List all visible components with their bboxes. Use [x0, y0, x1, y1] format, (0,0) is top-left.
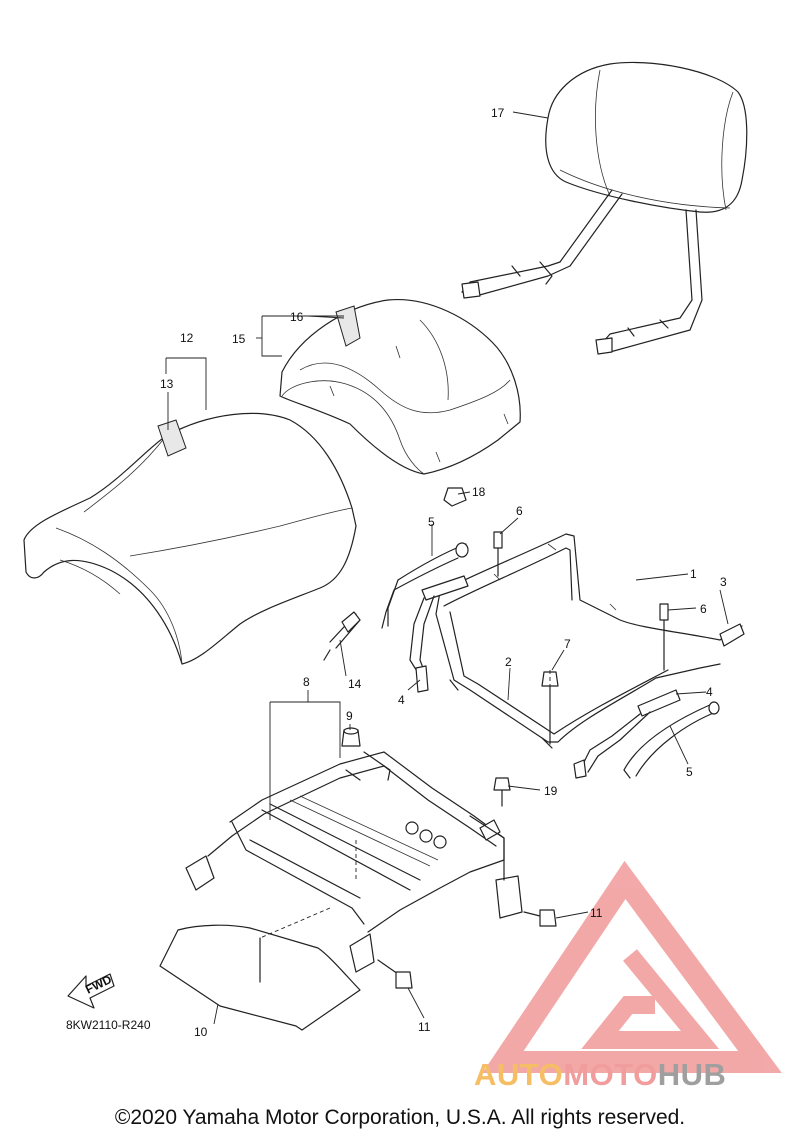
callout-2: 2 — [505, 655, 512, 669]
callout-7: 7 — [564, 637, 571, 651]
grab-rail — [435, 533, 745, 749]
callout-10: 10 — [194, 1025, 208, 1039]
backrest-assembly — [461, 61, 748, 355]
drawing-code: 8KW2110-R240 — [66, 1018, 151, 1032]
callout-5-bottom: 5 — [686, 765, 693, 779]
automotohub-watermark: AUTOMOTOHUB — [474, 860, 782, 1092]
callout-9: 9 — [346, 709, 353, 723]
bolts — [377, 909, 557, 989]
callout-11-right: 11 — [590, 906, 603, 920]
callout-15: 15 — [232, 332, 246, 346]
watermark-moto: MOTO — [563, 1057, 657, 1092]
leader-lines — [165, 111, 729, 1025]
passenger-seat — [279, 298, 521, 475]
callout-6-top: 6 — [516, 504, 523, 518]
rider-seat — [23, 412, 357, 665]
svg-text:AUTOMOTOHUB: AUTOMOTOHUB — [474, 1057, 726, 1092]
callout-5-top: 5 — [428, 515, 435, 529]
grip-handles — [381, 542, 720, 779]
callout-19: 19 — [544, 784, 558, 798]
callout-1: 1 — [690, 567, 697, 581]
seat-frame — [185, 670, 551, 973]
callout-18: 18 — [472, 485, 486, 499]
callout-13: 13 — [160, 377, 174, 391]
callout-3: 3 — [720, 575, 727, 589]
fwd-arrow-icon: FWD — [67, 972, 115, 1009]
bottom-plate — [159, 907, 361, 1031]
copyright-notice: ©2020 Yamaha Motor Corporation, U.S.A. A… — [115, 1106, 685, 1129]
callout-11-bottom: 11 — [418, 1020, 431, 1034]
callout-8: 8 — [303, 675, 310, 689]
callout-6-right: 6 — [700, 602, 707, 616]
watermark-auto: AUTO — [474, 1057, 563, 1092]
callout-numbers: 17 16 15 12 13 18 5 6 1 3 6 7 2 4 4 5 14… — [160, 106, 727, 1039]
watermark-triangle-outer — [482, 860, 782, 1073]
callout-4-right: 4 — [706, 685, 713, 699]
callout-12: 12 — [180, 331, 194, 345]
callout-14: 14 — [348, 677, 362, 691]
watermark-hub: HUB — [658, 1057, 727, 1092]
hardware-parts — [323, 487, 669, 807]
callout-17: 17 — [491, 106, 505, 120]
callout-4-left: 4 — [398, 693, 405, 707]
callout-16: 16 — [290, 310, 304, 324]
watermark-triangle-inner — [581, 949, 720, 1049]
